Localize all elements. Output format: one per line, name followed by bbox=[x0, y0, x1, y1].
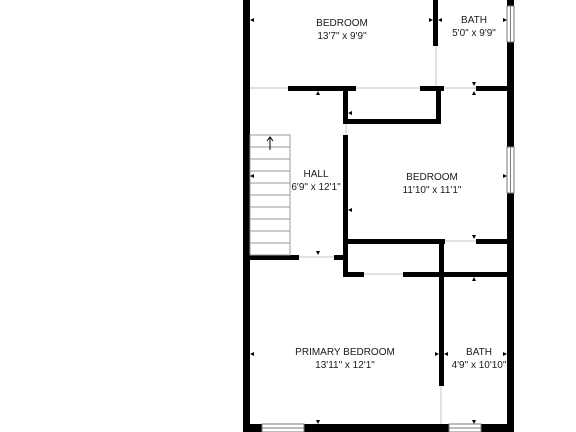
wall-middle-bottom-right bbox=[476, 239, 507, 244]
wall-closet-left bbox=[343, 86, 348, 124]
room-name: BATH bbox=[466, 347, 492, 358]
window-bedroom-middle bbox=[506, 146, 515, 194]
room-dimensions: 13'11" x 12'1" bbox=[315, 360, 375, 371]
wall-hall-bedroom bbox=[343, 135, 348, 277]
room-label-primary-bedroom: PRIMARY BEDROOM 13'11" x 12'1" bbox=[295, 347, 395, 371]
dimension-ticks bbox=[250, 18, 507, 424]
room-dimensions: 5'0" x 9'9" bbox=[452, 28, 496, 39]
wall-primary-top-mid bbox=[403, 272, 445, 277]
window-bath-bottom bbox=[448, 423, 482, 432]
wall-middle-bottom-left bbox=[343, 239, 445, 244]
room-name: BATH bbox=[461, 15, 487, 26]
room-dimensions: 6'9" x 12'1" bbox=[291, 182, 341, 193]
room-label-bedroom-middle: BEDROOM 11'10" x 11'1" bbox=[403, 172, 462, 196]
room-label-bedroom-top: BEDROOM 13'7" x 9'9" bbox=[316, 18, 368, 42]
left-exterior-wall bbox=[243, 0, 250, 432]
room-label-bath-top: BATH 5'0" x 9'9" bbox=[452, 15, 496, 39]
exterior-walls bbox=[243, 0, 514, 432]
bottom-exterior-wall bbox=[243, 424, 514, 432]
interior-walls bbox=[250, 0, 507, 386]
room-dimensions: 13'7" x 9'9" bbox=[317, 31, 367, 42]
wall-closet-bottom bbox=[343, 119, 441, 124]
wall-top-horizontal-right bbox=[476, 86, 507, 91]
staircase bbox=[249, 134, 291, 256]
wall-hall-bottom-left bbox=[250, 255, 299, 260]
wall-primary-bath bbox=[439, 239, 444, 386]
wall-top-horizontal-mid bbox=[420, 86, 444, 91]
wall-primary-top-right bbox=[445, 272, 507, 277]
wall-bedroom-bath-top bbox=[433, 0, 438, 46]
wall-hall-stub bbox=[334, 255, 348, 260]
windows bbox=[261, 5, 515, 432]
wall-top-horizontal-left bbox=[288, 86, 356, 91]
wall-closet-right bbox=[436, 86, 441, 124]
room-dimensions: 4'9" x 10'10" bbox=[452, 360, 507, 371]
room-name: HALL bbox=[303, 169, 328, 180]
wall-primary-top-left bbox=[343, 272, 364, 277]
room-dimensions: 11'10" x 11'1" bbox=[403, 185, 462, 196]
right-exterior-wall bbox=[507, 0, 514, 432]
room-name: BEDROOM bbox=[316, 18, 368, 29]
room-label-hall: HALL 6'9" x 12'1" bbox=[291, 169, 341, 193]
window-primary-bottom bbox=[261, 423, 305, 432]
room-name: PRIMARY BEDROOM bbox=[295, 347, 395, 358]
door-openings bbox=[250, 46, 476, 424]
room-name: BEDROOM bbox=[406, 172, 458, 183]
room-label-bath-bottom: BATH 4'9" x 10'10" bbox=[452, 347, 507, 371]
window-bath-top bbox=[506, 5, 515, 43]
